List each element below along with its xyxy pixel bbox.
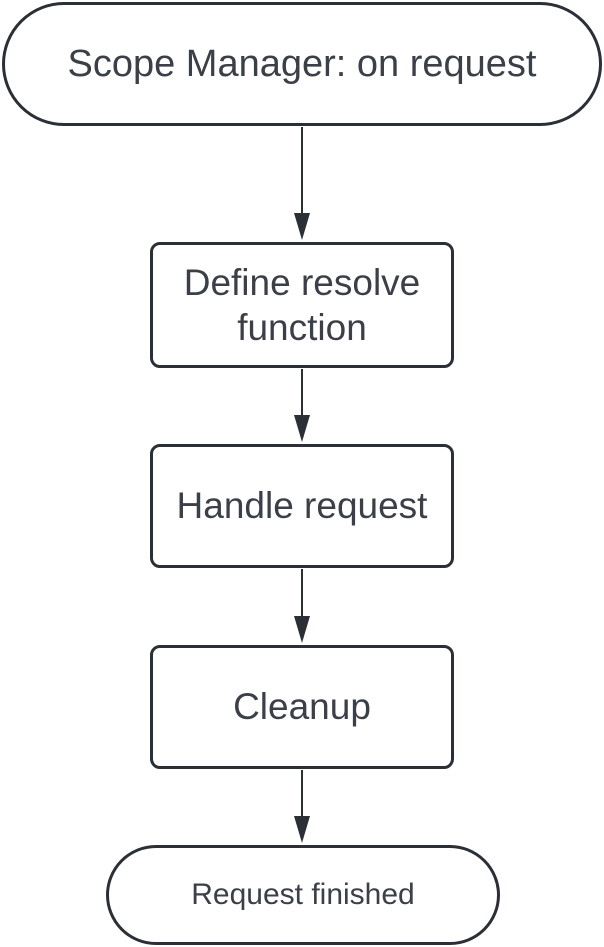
edge-step2-to-step3 — [294, 569, 310, 643]
cleanup-label: Cleanup — [233, 686, 371, 728]
edge-start-to-step1 — [294, 127, 310, 240]
edge-step1-to-step2 — [294, 369, 310, 442]
start-terminal-node: Scope Manager: on request — [2, 2, 602, 126]
start-node-label: Scope Manager: on request — [67, 42, 537, 85]
cleanup-node: Cleanup — [150, 645, 454, 769]
handle-request-label: Handle request — [176, 485, 428, 527]
define-resolve-function-label: Define resolve function — [183, 261, 421, 348]
handle-request-node: Handle request — [150, 444, 454, 568]
end-node-label: Request finished — [191, 877, 415, 911]
define-resolve-function-node: Define resolve function — [150, 242, 454, 368]
end-terminal-node: Request finished — [106, 845, 500, 945]
edge-step3-to-end — [294, 770, 310, 843]
